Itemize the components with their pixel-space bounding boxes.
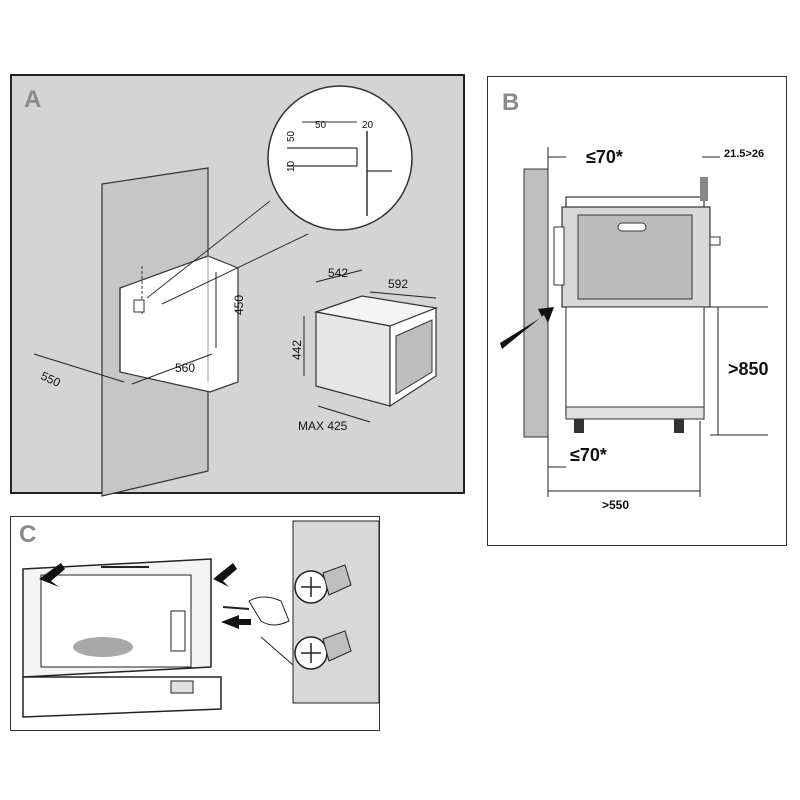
- niche-width-label: 560: [175, 361, 195, 375]
- side-gap-label: 21.5>26: [724, 148, 764, 160]
- detail-dim-50-side: 50: [286, 130, 297, 142]
- oven-window: [395, 319, 433, 395]
- oven-side: [315, 311, 391, 407]
- height-min-label: >850: [728, 359, 769, 379]
- oven-rear-knob: [709, 236, 721, 246]
- foot-left: [574, 419, 584, 433]
- panel-c-drawing: [22, 520, 380, 718]
- panel-c-screw-fixing: C: [10, 516, 380, 731]
- detail-dim-50-top: 50: [315, 120, 327, 131]
- mount-arrow: [500, 307, 554, 349]
- push-arrow: [221, 615, 251, 629]
- niche-depth-label: 550: [39, 369, 63, 390]
- panel-a-label: A: [24, 86, 42, 113]
- bottom-gap-label: ≤70*: [570, 445, 607, 465]
- panel-a-niche-dimensions: A 50 20 50 10 550 560 450: [10, 74, 465, 497]
- detail-dim-10: 10: [286, 160, 297, 172]
- detail-dim-20: 20: [362, 120, 374, 131]
- cavity-light: [73, 637, 133, 657]
- niche-height-label: 450: [232, 295, 246, 315]
- depth-min-label: >550: [602, 498, 629, 512]
- oven-side-vent: [553, 226, 565, 286]
- arrow-left-screw: [39, 563, 65, 587]
- oven-handle: [617, 222, 647, 232]
- panel-b-cabinet-clearances: B ≤70* 21.5>26 >850 ≤70* >550: [487, 76, 787, 546]
- screwdriver: [222, 606, 250, 610]
- control-slot: [170, 610, 186, 652]
- foot-right: [674, 419, 684, 433]
- detail-circle: [267, 85, 413, 231]
- panel-c-label: C: [19, 521, 37, 548]
- wall-side: [523, 168, 549, 438]
- oven-depth-label: 542: [328, 266, 348, 280]
- arrow-right-screw: [213, 563, 237, 587]
- oven-max-label: MAX 425: [298, 419, 348, 433]
- screw-detail-box: [292, 520, 380, 704]
- oven-height-label: 442: [290, 340, 304, 360]
- oven-width-label: 592: [388, 277, 408, 291]
- panel-b-drawing: ≤70* 21.5>26 >850 ≤70* >550: [500, 147, 769, 512]
- lower-cabinet: [565, 306, 705, 408]
- panel-a-drawing: 50 20 50 10 550 560 450 542 592 442 MAX …: [33, 85, 439, 497]
- panel-b-label: B: [502, 89, 520, 116]
- socket-box: [133, 299, 145, 313]
- plinth: [565, 406, 705, 420]
- hand: [248, 596, 290, 626]
- cabinet-top-edge: [700, 177, 708, 201]
- top-gap-label: ≤70*: [586, 147, 623, 167]
